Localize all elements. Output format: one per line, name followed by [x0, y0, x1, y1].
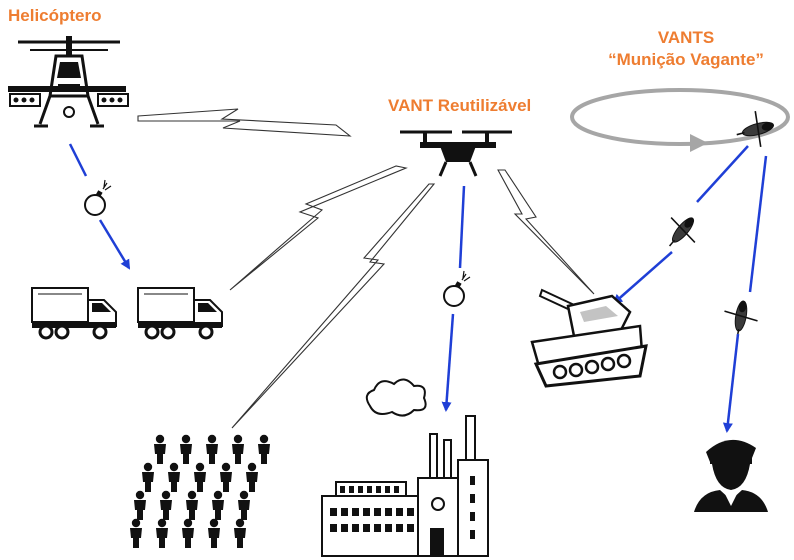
orbit-arrowhead	[690, 134, 708, 152]
communication-links	[137, 108, 595, 429]
loiter-orbit	[570, 88, 790, 146]
crowd-icon	[130, 434, 270, 548]
officer-icon	[694, 439, 768, 512]
tank-icon	[530, 288, 648, 388]
loitering-munition-subtitle: “Munição Vagante”	[608, 50, 764, 69]
factory-icon	[321, 378, 489, 557]
bomb-icon	[443, 270, 471, 307]
loitering-munition-icon	[719, 297, 762, 341]
attack-arrows	[68, 143, 768, 433]
helicopter-icon	[8, 36, 129, 128]
truck-icon	[30, 286, 118, 340]
truck-icon	[136, 286, 224, 340]
reusable-uav-icon	[400, 130, 512, 177]
loitering-munition-icon	[655, 206, 707, 258]
reusable-uav-label: VANT Reutilizável	[388, 96, 532, 115]
bomb-icon	[84, 179, 112, 216]
loitering-munition-title: VANTS	[657, 28, 715, 47]
helicopter-label: Helicóptero	[8, 6, 102, 25]
